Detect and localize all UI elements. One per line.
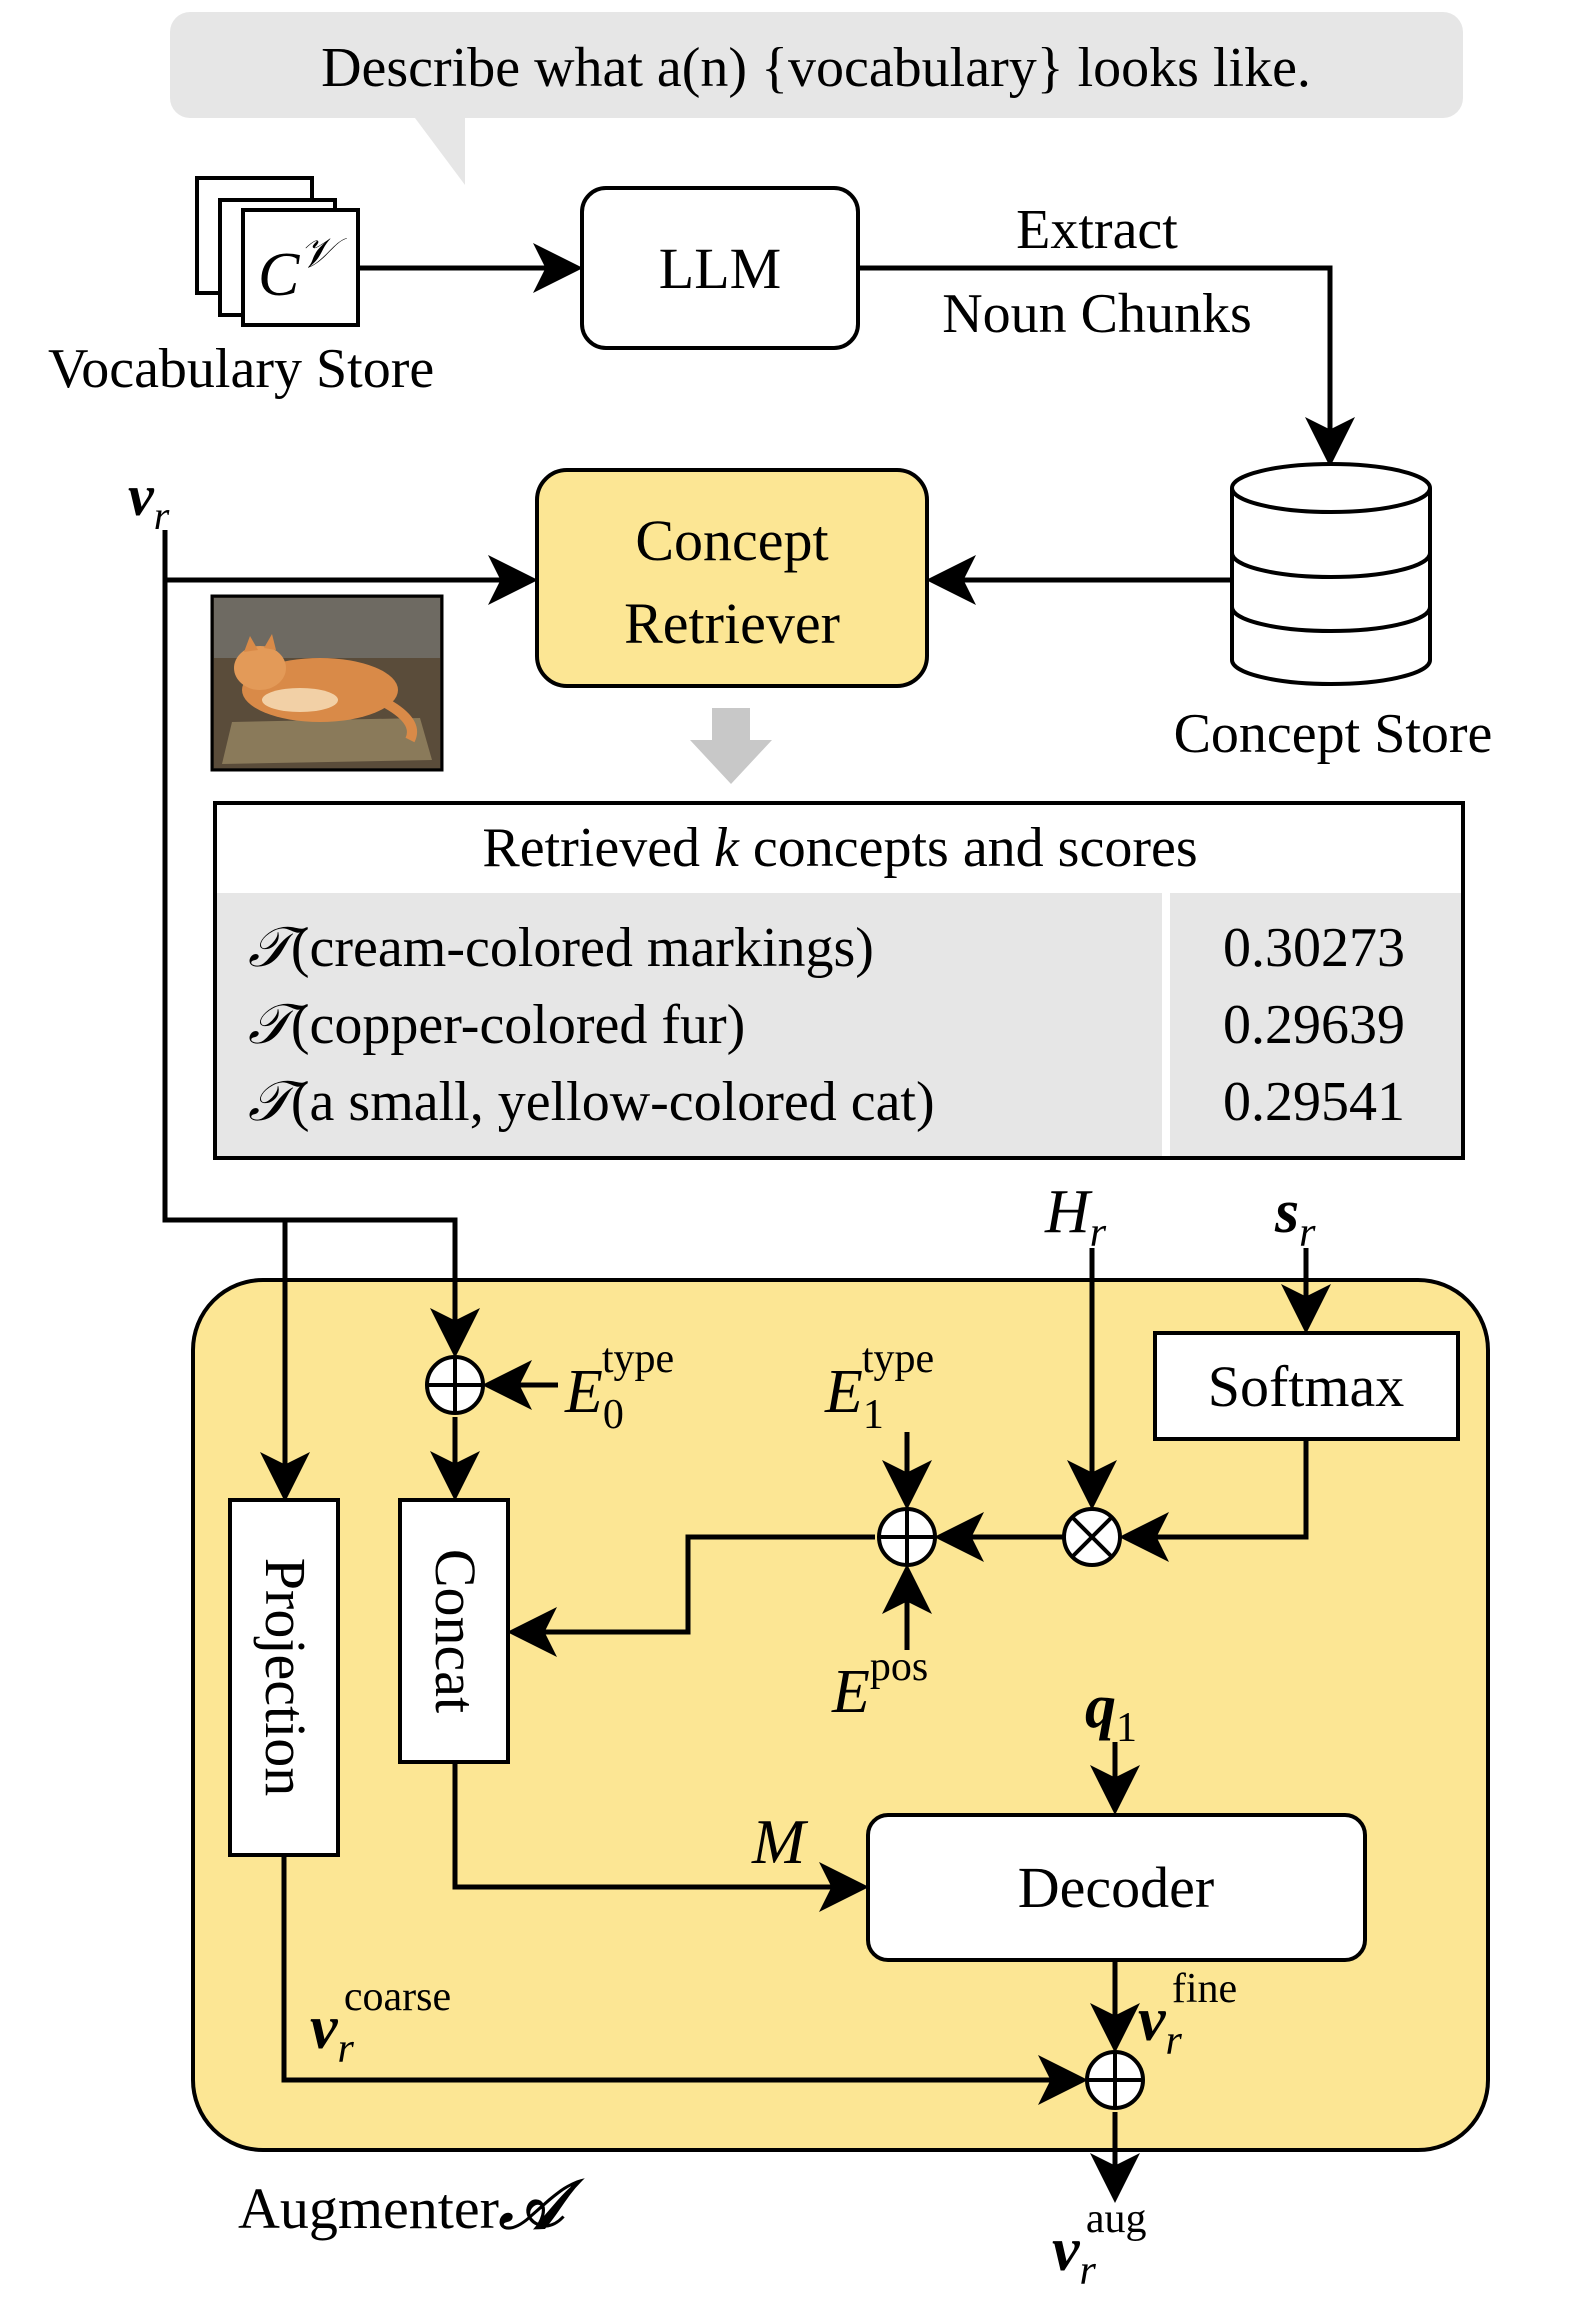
concat-to-decoder-arrow [452, 1762, 869, 1912]
Epos-symbol: E [831, 1658, 870, 1726]
retrieved-concepts-table: Retrieved k concepts and scores 𝒯(cream-… [213, 801, 1465, 1160]
projection-box [228, 1498, 340, 1857]
extract-label: Extract [1016, 199, 1178, 261]
H-symbol: H [1044, 1178, 1093, 1246]
table-row: 𝒯(a small, yellow-colored cat) [248, 1071, 935, 1133]
svg-text:E0type: E0 type [564, 1336, 674, 1438]
table-row: 𝒯(copper-colored fur) [248, 994, 745, 1056]
vocabulary-store-label: Vocabulary Store [48, 338, 434, 400]
svg-text:E1type: E1 type [824, 1336, 934, 1438]
svg-text:vr: vr [128, 463, 170, 538]
E0-subscript: 0 [603, 1392, 624, 1438]
projection-label: Projection [253, 1558, 318, 1796]
v-aug-symbol: v [1052, 2216, 1081, 2284]
svg-text:Hr: Hr [1044, 1178, 1107, 1256]
prompt-text: Describe what a(n) {vocabulary} looks li… [321, 37, 1311, 99]
q-symbol: q [1085, 1673, 1116, 1741]
s-subscript: r [1299, 1210, 1316, 1256]
v-aug-subscript: r [1080, 2248, 1097, 2294]
svg-text:Augmenter𝒜: Augmenter𝒜 [238, 2167, 585, 2243]
concat-label: Concat [423, 1549, 488, 1713]
retriever-line1: Concept [635, 508, 828, 573]
vocabulary-store-icon: C𝒱 [195, 176, 360, 327]
table-row-score: 0.30273 [1223, 917, 1405, 979]
s-symbol: s [1274, 1178, 1299, 1246]
retriever-line2: Retriever [624, 591, 840, 656]
svg-text:vrfine: vr fine [1138, 1966, 1237, 2064]
input-v-symbol: v [128, 463, 155, 528]
concat-box [398, 1498, 510, 1764]
softmax-box [1153, 1331, 1460, 1441]
svg-text:vraug: vr aug [1052, 2196, 1147, 2294]
Epos-superscript: pos [870, 1644, 928, 1690]
llm-label: LLM [659, 236, 781, 301]
prompt-bubble: Describe what a(n) {vocabulary} looks li… [170, 12, 1463, 185]
vocab-symbol: C [258, 241, 300, 309]
q-subscript: 1 [1116, 1705, 1137, 1751]
v-fine-subscript: r [1166, 2018, 1183, 2064]
E1-subscript: 1 [863, 1392, 884, 1438]
decoder-label: Decoder [1018, 1855, 1214, 1920]
add-operator-final [1085, 2050, 1145, 2110]
retrieval-output-arrow [690, 708, 772, 784]
v-fine-superscript: fine [1172, 1966, 1237, 2012]
add-operator-e1 [877, 1507, 937, 1567]
E0-symbol: E [564, 1358, 603, 1426]
table-row: 𝒯(cream-colored markings) [248, 917, 874, 979]
svg-text:q1: q1 [1085, 1673, 1137, 1751]
E1-symbol: E [824, 1358, 863, 1426]
softmax-label: Softmax [1208, 1354, 1405, 1419]
softmax-to-multiply-arrow [1119, 1439, 1309, 1562]
E0-superscript: type [602, 1336, 674, 1382]
multiply-operator [1062, 1507, 1122, 1567]
augmenter-symbol: 𝒜 [498, 2167, 585, 2243]
table-header: Retrieved k concepts and scores [482, 817, 1197, 879]
add-operator-e0 [425, 1355, 485, 1415]
table-row-score: 0.29541 [1223, 1071, 1405, 1133]
v-fine-symbol: v [1138, 1986, 1167, 2054]
noun-chunks-label: Noun Chunks [942, 283, 1252, 345]
v-coarse-subscript: r [338, 2026, 355, 2072]
table-row-score: 0.29639 [1223, 994, 1405, 1056]
concept-store-icon [1230, 462, 1432, 686]
v-coarse-symbol: v [310, 1994, 339, 2062]
v-coarse-superscript: coarse [344, 1974, 451, 2020]
vr-to-retriever-arrow [162, 530, 538, 605]
augmenter-label: Augmenter [238, 2176, 499, 2241]
cat-image [210, 594, 444, 772]
svg-text:vrcoarse: vr coarse [310, 1974, 451, 2072]
M-label: M [751, 1806, 809, 1877]
llm-to-concept-store-arrow [858, 265, 1355, 467]
svg-text:Epos: Epos [831, 1644, 928, 1726]
H-subscript: r [1090, 1210, 1107, 1256]
E1-superscript: type [862, 1336, 934, 1382]
svg-text:sr: sr [1274, 1178, 1316, 1256]
vr-down-line [162, 580, 480, 1358]
projection-to-add-arrow [281, 1855, 1088, 2105]
add-e1-to-concat-arrow [507, 1534, 875, 1657]
concept-store-label: Concept Store [1174, 703, 1493, 765]
input-v-subscript: r [154, 493, 170, 538]
v-aug-superscript: aug [1086, 2196, 1147, 2242]
